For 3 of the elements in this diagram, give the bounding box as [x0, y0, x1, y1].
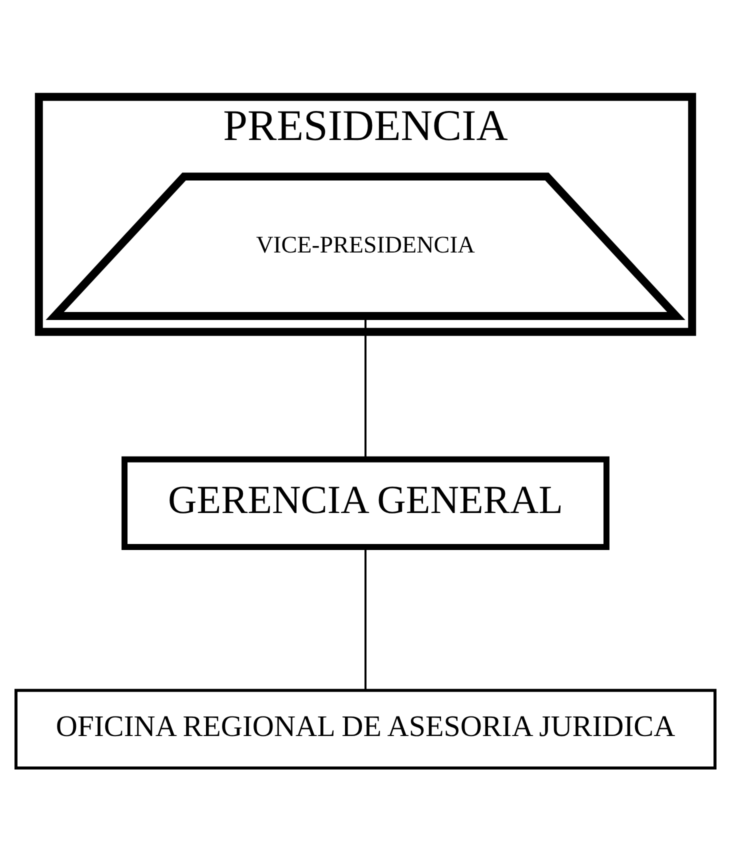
node-box: GERENCIA GENERAL — [122, 456, 610, 550]
connector — [364, 547, 366, 690]
node-box: OFICINA REGIONAL DE ASESORIA JURIDICA — [14, 688, 716, 770]
